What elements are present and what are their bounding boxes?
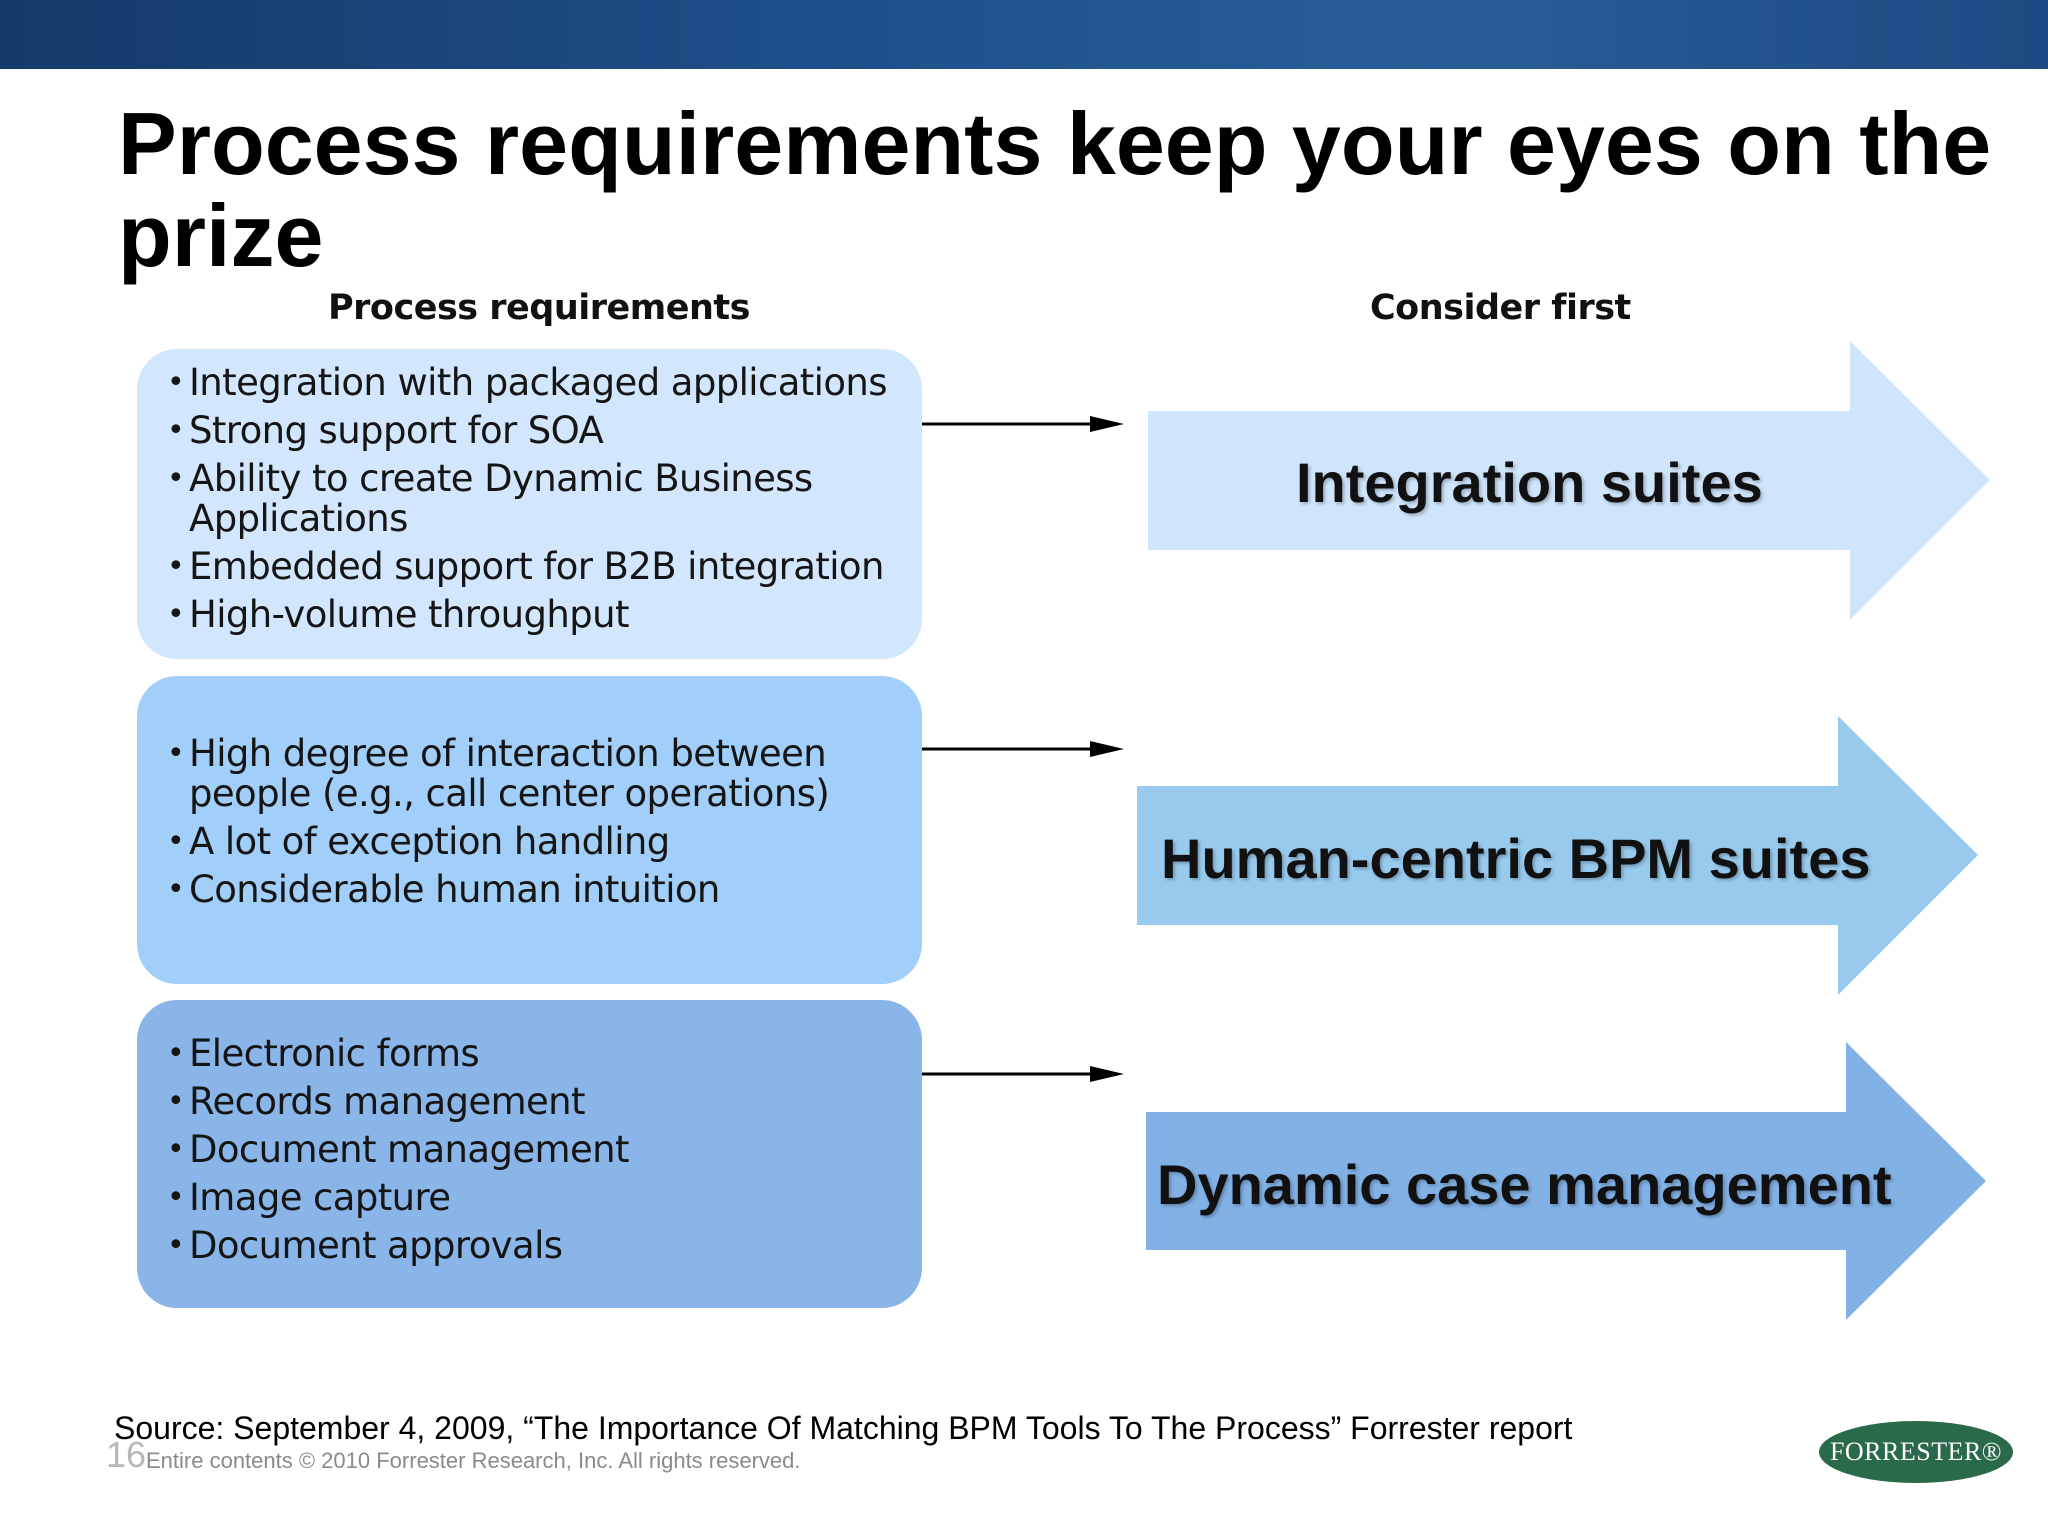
requirement-item: Records management (167, 1082, 922, 1123)
column-header-process-requirements: Process requirements (328, 288, 750, 328)
source-citation: Source: September 4, 2009, “The Importan… (114, 1410, 1573, 1446)
requirement-item: Ability to create Dynamic Business Appli… (167, 459, 922, 539)
requirements-box-human-centric: High degree of interaction between peopl… (137, 676, 922, 984)
requirement-item: A lot of exception handling (167, 822, 922, 863)
requirement-item: Document approvals (167, 1226, 922, 1267)
header-banner (0, 0, 2048, 69)
connector-arrow-icon (922, 1066, 1124, 1082)
page-title: Process requirements keep your eyes on t… (118, 94, 1992, 285)
requirement-item: Electronic forms (167, 1034, 922, 1075)
requirements-list: High degree of interaction between peopl… (167, 734, 922, 911)
result-arrow-integration-suites (1148, 341, 1990, 620)
requirement-item: High-volume throughput (167, 595, 922, 636)
requirements-box-integration: Integration with packaged applications S… (137, 349, 922, 659)
page-number: 16 (106, 1434, 147, 1475)
requirement-item: Image capture (167, 1178, 922, 1219)
connector-arrow-icon (922, 416, 1124, 432)
requirement-item: Document management (167, 1130, 922, 1171)
result-arrow-dynamic-case-management (1146, 1042, 1986, 1320)
requirements-list: Electronic forms Records management Docu… (167, 1034, 922, 1267)
column-header-consider-first: Consider first (1370, 288, 1631, 328)
requirement-item: Strong support for SOA (167, 411, 922, 452)
forrester-logo-icon (1819, 1421, 2013, 1483)
copyright-notice: Entire contents © 2010 Forrester Researc… (146, 1448, 801, 1473)
requirement-item: Integration with packaged applications (167, 363, 922, 404)
requirements-box-case-management: Electronic forms Records management Docu… (137, 1000, 922, 1308)
requirements-list: Integration with packaged applications S… (167, 363, 922, 636)
requirement-item: Embedded support for B2B integration (167, 547, 922, 588)
requirement-item: Considerable human intuition (167, 870, 922, 911)
result-label: Dynamic case management (1157, 1153, 1892, 1216)
forrester-logo-text: FORRESTER® (1829, 1437, 2003, 1466)
result-arrow-human-centric-bpm (1137, 716, 1978, 995)
connector-arrow-icon (922, 741, 1124, 757)
result-label: Human-centric BPM suites (1161, 827, 1871, 890)
result-label: Integration suites (1296, 451, 1763, 514)
requirement-item: High degree of interaction between peopl… (167, 734, 922, 814)
